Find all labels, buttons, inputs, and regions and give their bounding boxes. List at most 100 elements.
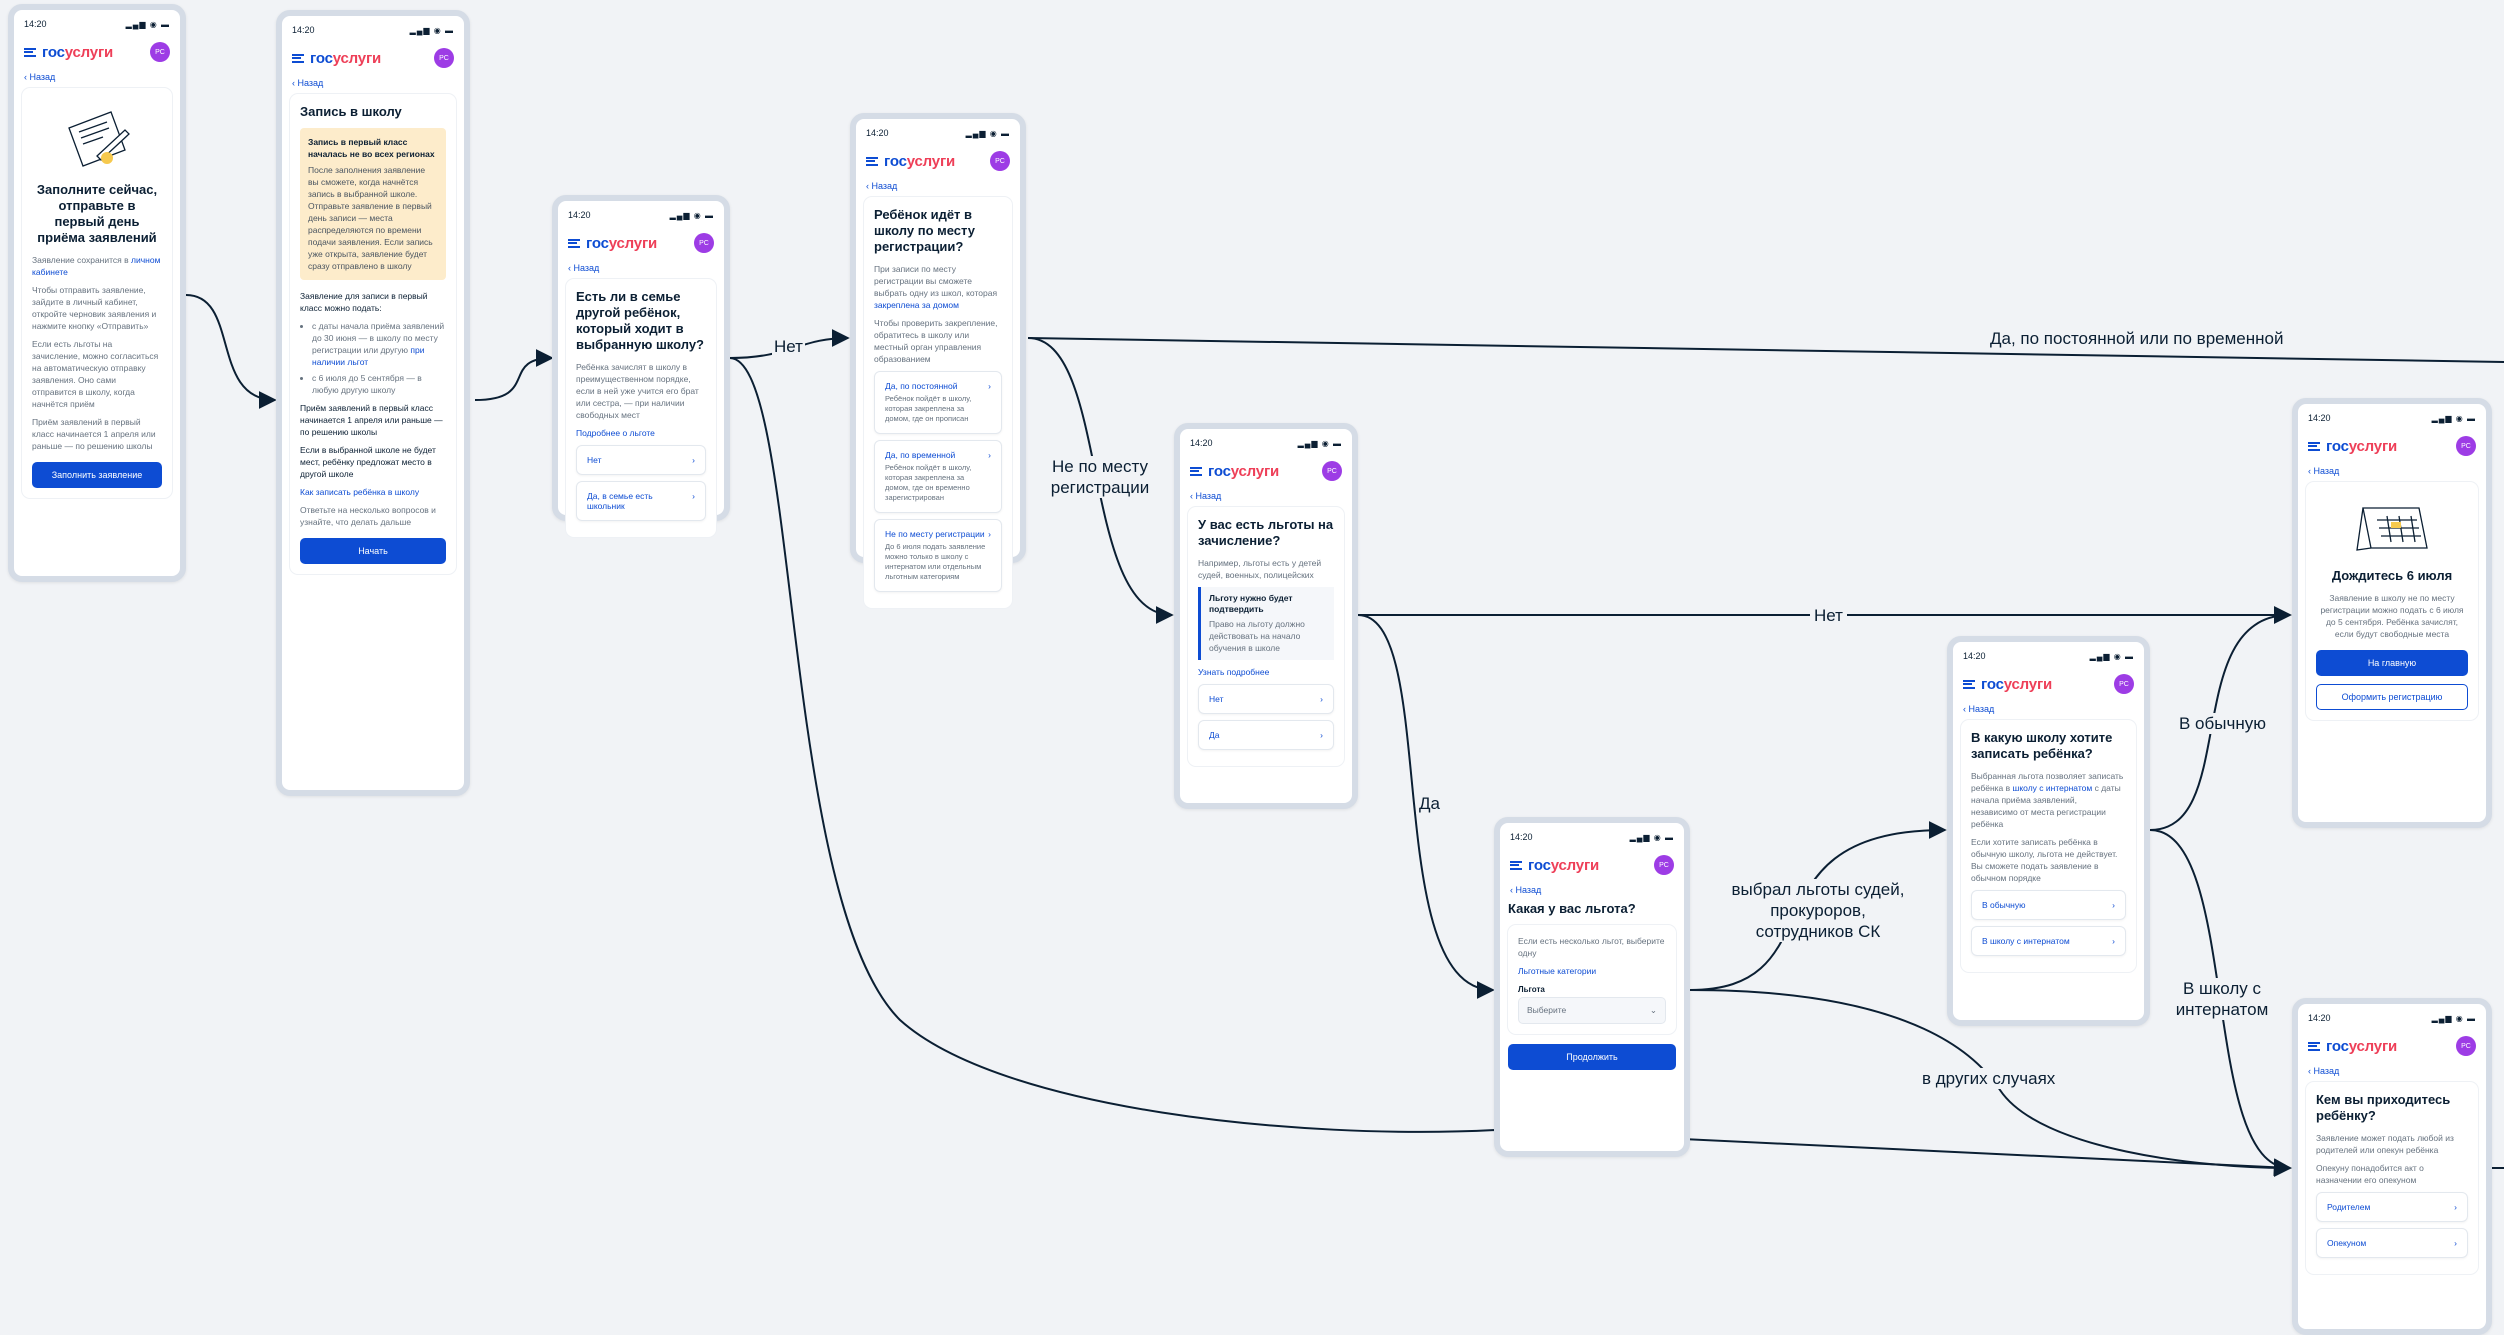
menu-icon[interactable]	[866, 156, 878, 166]
menu-icon[interactable]	[568, 238, 580, 248]
back-link[interactable]: ‹ Назад	[1190, 491, 1222, 501]
back-link[interactable]: ‹ Назад	[292, 78, 324, 88]
gosuslugi-logo[interactable]: госуслуги	[1981, 676, 2052, 693]
avatar[interactable]: РС	[694, 233, 714, 253]
register-button[interactable]: Оформить регистрацию	[2316, 684, 2468, 710]
app-header: госуслуги РС	[282, 40, 464, 76]
back-link[interactable]: ‹ Назад	[2308, 1066, 2340, 1076]
learn-more-link[interactable]: Узнать подробнее	[1198, 667, 1270, 677]
option-has-sibling[interactable]: Да, в семье есть школьник›	[576, 481, 706, 521]
gosuslugi-logo[interactable]: госуслуги	[2326, 438, 2397, 455]
registration-note: При записи по месту регистрации вы сможе…	[874, 263, 1002, 311]
signal-icons: ▂▄▆ ◉ ▬	[2431, 413, 2476, 423]
calendar-illustration	[2316, 498, 2468, 560]
chevron-right-icon: ›	[1320, 730, 1323, 740]
option-boarding[interactable]: В школу с интернатом›	[1971, 926, 2126, 956]
edge-label-other-cases: в других случаях	[1918, 1068, 2060, 1089]
option-yes[interactable]: Да ›	[1198, 720, 1334, 750]
terms-list: с даты начала приёма заявлений до 30 июн…	[300, 320, 446, 396]
gosuslugi-logo[interactable]: госуслуги	[1528, 857, 1599, 874]
screen-sibling-question: 14:20▂▄▆ ◉ ▬ госуслуги РС ‹ Назад Есть л…	[552, 195, 730, 537]
benefit-details-link[interactable]: Подробнее о льготе	[576, 428, 655, 438]
status-time: 14:20	[866, 128, 889, 138]
avatar[interactable]: РС	[150, 42, 170, 62]
benefit-select[interactable]: Выберите⌄	[1518, 997, 1666, 1024]
menu-icon[interactable]	[1190, 466, 1202, 476]
avatar[interactable]: РС	[990, 151, 1010, 171]
menu-icon[interactable]	[292, 53, 304, 63]
box-text: Право на льготу должно действовать на на…	[1209, 619, 1305, 653]
screen-title: Заполните сейчас, отправьте в первый ден…	[36, 182, 158, 245]
avatar[interactable]: РС	[2456, 436, 2476, 456]
registration-note-text: При записи по месту регистрации вы сможе…	[874, 264, 998, 298]
option-guardian[interactable]: Опекуном›	[2316, 1228, 2468, 1258]
avatar[interactable]: РС	[1654, 855, 1674, 875]
start-button[interactable]: Начать	[300, 538, 446, 564]
gosuslugi-logo[interactable]: госуслуги	[884, 153, 955, 170]
app-header: госуслуги РС	[2298, 428, 2486, 464]
assigned-school-link[interactable]: закреплена за домом	[874, 300, 959, 310]
logo-part-b: услуги	[2003, 675, 2053, 693]
back-link[interactable]: ‹ Назад	[1510, 885, 1542, 895]
fill-application-button[interactable]: Заполнить заявление	[32, 462, 162, 488]
option-parent[interactable]: Родителем›	[2316, 1192, 2468, 1222]
benefit-categories-link[interactable]: Льготные категории	[1518, 966, 1597, 976]
how-to-enroll-link[interactable]: Как записать ребёнка в школу	[300, 487, 420, 497]
menu-icon[interactable]	[2308, 1041, 2320, 1051]
logo-part-a: гос	[2326, 437, 2349, 455]
option-no[interactable]: Нет›	[576, 445, 706, 475]
back-link[interactable]: ‹ Назад	[1963, 704, 1995, 714]
questions-note: Ответьте на несколько вопросов и узнайте…	[300, 505, 436, 527]
screen-registration-question: 14:20▂▄▆ ◉ ▬ госуслуги РС ‹ Назад Ребёно…	[850, 113, 1026, 608]
chevron-right-icon: ›	[1320, 694, 1323, 704]
avatar[interactable]: РС	[1322, 461, 1342, 481]
option-regular[interactable]: В обычную›	[1971, 890, 2126, 920]
personal-cabinet-link[interactable]: личном кабинете	[32, 255, 161, 277]
avatar[interactable]: РС	[434, 48, 454, 68]
send-instructions: Чтобы отправить заявление, зайдите в лич…	[32, 285, 157, 331]
option-label: Нет	[587, 455, 602, 465]
menu-icon[interactable]	[2308, 441, 2320, 451]
screen-title: Ребёнок идёт в школу по месту регистраци…	[874, 207, 975, 254]
chevron-right-icon: ›	[2454, 1202, 2457, 1212]
avatar[interactable]: РС	[2114, 674, 2134, 694]
signal-icons: ▂▄▆ ◉ ▬	[1629, 832, 1674, 842]
menu-icon[interactable]	[1963, 679, 1975, 689]
back-link[interactable]: ‹ Назад	[568, 263, 600, 273]
logo-part-a: гос	[1981, 675, 2004, 693]
warning-box: Запись в первый класс началась не во все…	[300, 128, 446, 280]
status-time: 14:20	[2308, 413, 2331, 423]
edge-label-judges-benefit: выбрал льготы судей, прокуроров, сотрудн…	[1728, 879, 1908, 942]
logo-part-a: гос	[2326, 1037, 2349, 1055]
back-link[interactable]: ‹ Назад	[866, 181, 898, 191]
menu-icon[interactable]	[1510, 860, 1522, 870]
logo-part-a: гос	[884, 152, 907, 170]
boarding-school-link[interactable]: школу с интернатом	[2012, 783, 2093, 793]
option-no[interactable]: Нет ›	[1198, 684, 1334, 714]
menu-icon[interactable]	[24, 47, 36, 57]
screen-title: Кем вы приходитесь ребёнку?	[2316, 1092, 2451, 1123]
benefits-link[interactable]: при наличии льгот	[312, 345, 425, 367]
gosuslugi-logo[interactable]: госуслуги	[586, 235, 657, 252]
gosuslugi-logo[interactable]: госуслуги	[2326, 1038, 2397, 1055]
back-link[interactable]: ‹ Назад	[2308, 466, 2340, 476]
content-card: Дождитесь 6 июля Заявление в школу не по…	[2306, 482, 2478, 720]
logo-part-a: гос	[1528, 856, 1551, 874]
home-button[interactable]: На главную	[2316, 650, 2468, 676]
option-label: Нет	[1209, 694, 1224, 704]
applicant-note: Заявление может подать любой из родителе…	[2316, 1133, 2454, 1155]
benefits-example: Например, льготы есть у детей судей, вое…	[1198, 558, 1322, 580]
gosuslugi-logo[interactable]: госуслуги	[310, 50, 381, 67]
option-label: Да	[1209, 730, 1220, 740]
continue-button[interactable]: Продолжить	[1508, 1044, 1676, 1070]
gosuslugi-logo[interactable]: госуслуги	[1208, 463, 1279, 480]
screen-relation: 14:20▂▄▆ ◉ ▬ госуслуги РС ‹ Назад Кем вы…	[2292, 998, 2492, 1335]
gosuslugi-logo[interactable]: госуслуги	[42, 44, 113, 61]
logo-part-b: услуги	[2348, 1037, 2398, 1055]
back-link[interactable]: ‹ Назад	[24, 72, 56, 82]
avatar[interactable]: РС	[2456, 1036, 2476, 1056]
